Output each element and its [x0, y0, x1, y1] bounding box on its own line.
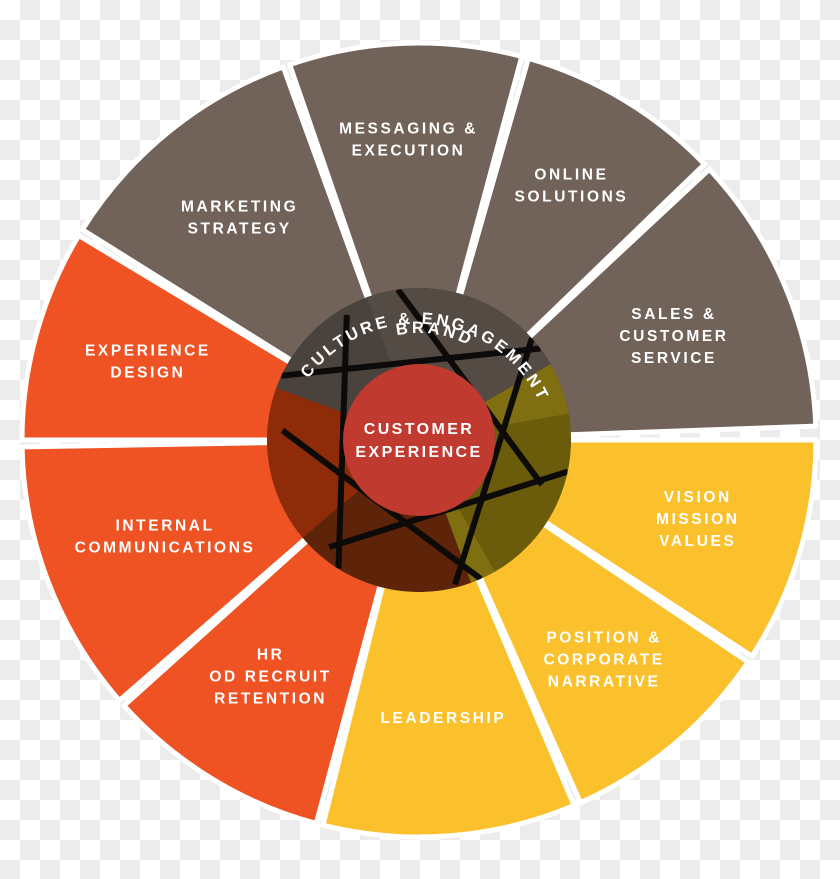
segment-label-vision-mission-values: VALUES: [659, 533, 736, 550]
segment-label-sales-customer-service: SERVICE: [631, 350, 717, 367]
segment-label-position-corporate-narrative: POSITION &: [546, 630, 662, 647]
center-node[interactable]: CUSTOMER EXPERIENCE: [343, 364, 495, 516]
segment-label-messaging-execution: MESSAGING &: [339, 120, 478, 137]
aperture-blade-edge: [335, 314, 350, 570]
segment-label-messaging-execution: EXECUTION: [352, 142, 466, 159]
segment-label-hr-od-recruit-retention: RETENTION: [214, 691, 327, 708]
segment-label-internal-communications: INTERNAL: [115, 518, 214, 535]
segment-label-leadership: LEADERSHIP: [380, 710, 506, 727]
segment-label-experience-design: DESIGN: [110, 364, 185, 381]
outer-segment-group: [19, 40, 819, 840]
center-label-line2: EXPERIENCE: [355, 444, 482, 461]
segment-label-hr-od-recruit-retention: HR: [257, 647, 285, 664]
segment-label-position-corporate-narrative: CORPORATE: [543, 652, 664, 669]
segment-label-marketing-strategy: STRATEGY: [188, 221, 292, 238]
aperture-blade-edge: [280, 345, 541, 379]
center-label-line1: CUSTOMER: [364, 421, 474, 438]
segment-label-vision-mission-values: VISION: [664, 489, 732, 506]
segment-label-online-solutions: SOLUTIONS: [515, 188, 629, 205]
segment-label-hr-od-recruit-retention: OD RECRUIT: [209, 669, 331, 686]
segment-label-sales-customer-service: SALES &: [631, 306, 716, 323]
segment-label-experience-design: EXPERIENCE: [85, 342, 211, 359]
segment-label-sales-customer-service: CUSTOMER: [619, 328, 728, 345]
segment-label-internal-communications: COMMUNICATIONS: [75, 540, 256, 557]
aperture-blade-edge: [452, 337, 535, 586]
center-circle[interactable]: [343, 364, 495, 516]
segment-label-marketing-strategy: MARKETING: [181, 199, 298, 216]
segment-label-group: MARKETING STRATEGY MESSAGING & EXECUTION ONL…: [75, 120, 740, 727]
segment-label-online-solutions: ONLINE: [534, 166, 608, 183]
segment-label-vision-mission-values: MISSION: [656, 511, 740, 528]
segment-label-position-corporate-narrative: NARRATIVE: [548, 674, 661, 691]
